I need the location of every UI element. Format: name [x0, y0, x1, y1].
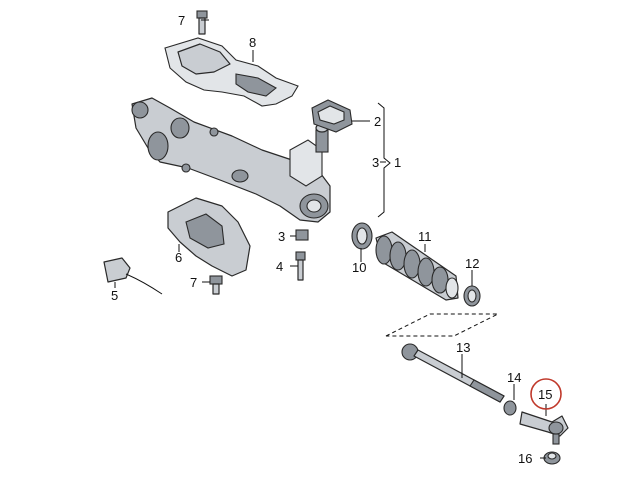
bolt-part-7-lower: [209, 275, 223, 295]
callout-15: 15: [538, 387, 552, 402]
sensor-part-5: [103, 257, 163, 295]
rubber-mount-part-2: [311, 99, 353, 133]
bolt-part-4: [295, 251, 306, 281]
callout-11: 11: [418, 229, 432, 244]
callout-labels: 7 8 2 3 1 3 10 11 4 6 12 7 5 13 14 15 16: [111, 13, 552, 466]
highlight-circle-part-15: [530, 378, 562, 410]
callout-14: 14: [507, 370, 521, 385]
clamp-part-10: [351, 222, 373, 250]
leader-lines: [114, 19, 547, 459]
clamp-part-12: [463, 285, 481, 307]
nut-part-14: [503, 400, 517, 416]
lower-heat-shield-part-6: [167, 197, 251, 277]
steering-rack-housing: [131, 97, 331, 223]
callout-13: 13: [456, 340, 470, 355]
exploded-view-dashed-outline: [385, 313, 499, 337]
callout-16: 16: [518, 451, 532, 466]
bolt-part-3: [295, 229, 309, 241]
callout-7-top: 7: [178, 13, 185, 28]
callout-2: 2: [374, 114, 381, 129]
bellows-boot-part-11: [375, 231, 459, 301]
nut-part-16: [543, 451, 561, 465]
callout-7-lower: 7: [190, 275, 197, 290]
callout-3: 3: [278, 229, 285, 244]
callout-8: 8: [249, 35, 256, 50]
callout-12: 12: [465, 256, 479, 271]
tie-rod-end-part-15: [519, 411, 569, 445]
tie-rod-part-13: [401, 343, 505, 403]
callout-5: 5: [111, 288, 118, 303]
callout-4: 4: [276, 259, 283, 274]
callout-1: 1: [394, 155, 401, 170]
callout-6: 6: [175, 250, 182, 265]
callout-3-right: 3: [372, 155, 379, 170]
callout-10: 10: [352, 260, 366, 275]
bolt-part-7-top: [196, 10, 208, 35]
heat-shield-part-8: [164, 37, 299, 107]
